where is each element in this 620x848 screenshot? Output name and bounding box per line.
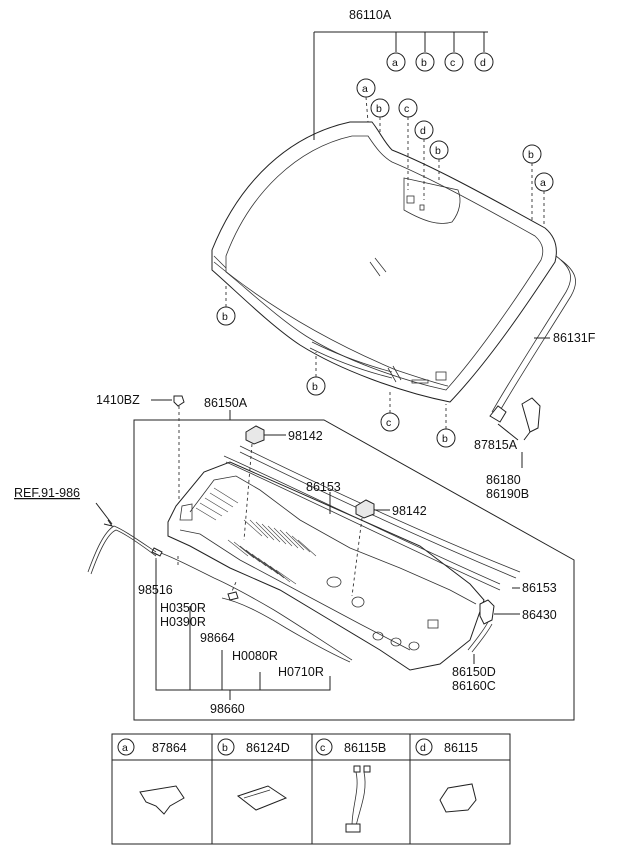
- label-h0710r: H0710R: [278, 665, 324, 679]
- label-86160c: 86160C: [452, 679, 496, 693]
- svg-text:a: a: [362, 83, 368, 95]
- bolt: 1410BZ: [96, 393, 185, 520]
- svg-text:b: b: [528, 149, 534, 161]
- svg-text:b: b: [222, 742, 228, 754]
- cowl-panel: [167, 461, 485, 671]
- label-86153-top: 86153: [306, 480, 341, 494]
- svg-text:86124D: 86124D: [246, 741, 290, 755]
- svg-text:c: c: [386, 417, 391, 429]
- part-87864-icon: [139, 785, 185, 815]
- label-98516: 98516: [138, 583, 173, 597]
- label-98660: 98660: [210, 702, 245, 716]
- svg-text:c: c: [404, 103, 409, 115]
- cowl-seal: 86430 86150D 86160C: [452, 599, 557, 693]
- label-h0080r: H0080R: [232, 649, 278, 663]
- label-98142-mid: 98142: [392, 504, 427, 518]
- svg-text:86115B: 86115B: [344, 741, 386, 755]
- label-86150d: 86150D: [452, 665, 496, 679]
- washer-hoses: 98516 H0350R H0390R 98664 H0080R H0710R …: [138, 547, 353, 716]
- svg-text:b: b: [312, 381, 318, 393]
- svg-text:b: b: [222, 311, 228, 323]
- svg-text:b: b: [435, 145, 441, 157]
- svg-text:d: d: [420, 742, 426, 754]
- label-86190b: 86190B: [486, 487, 529, 501]
- legend-table: [111, 733, 511, 845]
- part-86124d-icon: [236, 785, 288, 811]
- svg-text:87864: 87864: [152, 741, 187, 755]
- washer-nozzle-mid: 98142: [351, 499, 427, 597]
- cowl-upper-strip: 86153 86153: [223, 445, 557, 595]
- svg-text:a: a: [540, 177, 546, 189]
- label-86430: 86430: [522, 608, 557, 622]
- label-87815a: 87815A: [474, 438, 518, 452]
- label-86110a: 86110A: [349, 8, 392, 22]
- svg-text:c: c: [450, 57, 455, 69]
- label-h0350r: H0350R: [160, 601, 206, 615]
- windshield-leader: 86110A: [313, 8, 488, 140]
- label-1410bz: 1410BZ: [96, 393, 140, 407]
- label-98664: 98664: [200, 631, 235, 645]
- svg-text:86115: 86115: [444, 741, 478, 755]
- clip-bracket: 87815A 86180 86190B: [474, 397, 541, 501]
- legend-cell-c: c 86115B: [315, 738, 386, 833]
- windshield-callouts: a b c d b b a b b c b: [216, 78, 554, 448]
- svg-text:c: c: [320, 742, 325, 754]
- label-86131f: 86131F: [553, 331, 596, 345]
- part-86115-icon: [439, 783, 477, 813]
- legend-cell-d: d 86115: [415, 738, 478, 813]
- svg-text:a: a: [122, 742, 128, 754]
- svg-text:d: d: [480, 57, 486, 69]
- reference-link: REF.91-986: [14, 486, 157, 575]
- label-ref-91-986: REF.91-986: [14, 486, 80, 500]
- cowl-grille: [195, 487, 317, 585]
- washer-nozzle-top: 98142: [243, 425, 323, 541]
- label-86153-right: 86153: [522, 581, 557, 595]
- windshield-glass: [211, 121, 557, 403]
- legend-cell-a: a 87864: [117, 738, 187, 815]
- svg-text:d: d: [420, 125, 426, 137]
- legend-cell-b: b 86124D: [217, 738, 290, 811]
- svg-text:b: b: [376, 103, 382, 115]
- label-86180: 86180: [486, 473, 521, 487]
- callout-row-top: a b c d: [386, 52, 494, 72]
- side-moulding: [491, 255, 576, 417]
- svg-text:b: b: [421, 57, 427, 69]
- label-98142-top: 98142: [288, 429, 323, 443]
- label-h0390r: H0390R: [160, 615, 206, 629]
- part-86115b-icon: [345, 765, 371, 833]
- svg-text:a: a: [392, 57, 398, 69]
- cowl-frame: [133, 410, 575, 721]
- svg-text:b: b: [442, 433, 448, 445]
- label-86150a: 86150A: [204, 396, 248, 410]
